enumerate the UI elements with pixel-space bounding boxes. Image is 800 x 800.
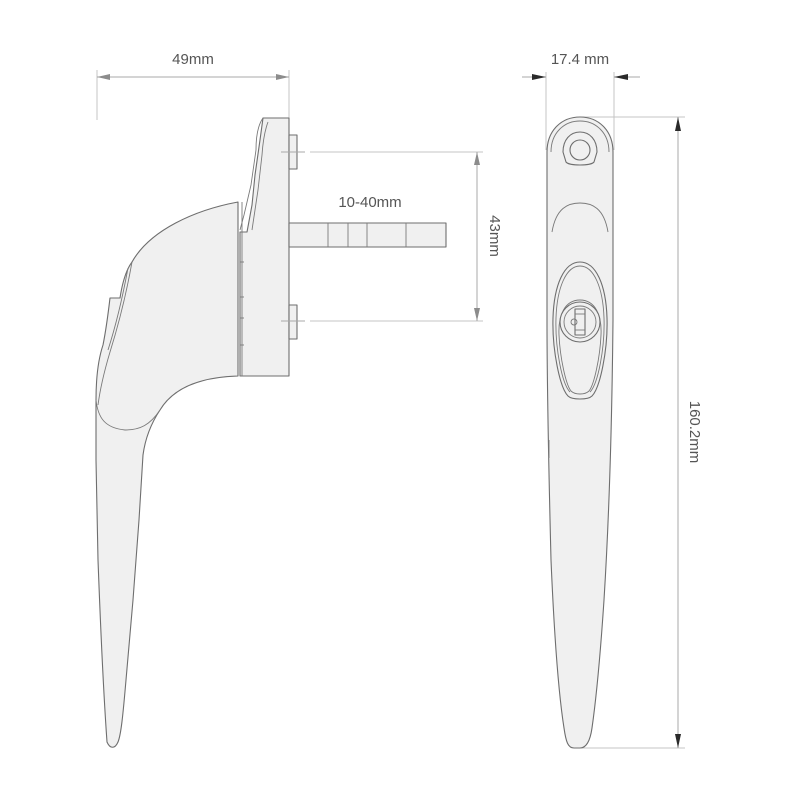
dimension-label-front-width: 17.4 mm (551, 51, 609, 68)
dimension-160-2mm: 160.2mm (580, 116, 703, 749)
dimension-17-4mm: 17.4 mm (522, 51, 640, 150)
fixing-screw-bottom (281, 304, 305, 340)
front-view: 17.4 mm 160.2mm (522, 51, 703, 749)
side-view: 49mm 10-40mm (95, 51, 503, 748)
dimension-label-fixing-centres: 43mm (486, 215, 503, 257)
handle-body-front (546, 116, 614, 749)
dimension-label-overall-height: 160.2mm (686, 401, 703, 464)
dimension-label-side-width: 49mm (172, 51, 214, 68)
dimension-43mm: 43mm (310, 151, 503, 322)
spindle: 10-40mm (288, 194, 447, 248)
handle-body-side (95, 201, 244, 748)
dimension-49mm: 49mm (96, 51, 290, 118)
back-plate (239, 117, 290, 377)
dimension-label-spindle-length: 10-40mm (338, 194, 401, 211)
fixing-screw-top (281, 134, 305, 170)
key-lock (552, 261, 608, 400)
